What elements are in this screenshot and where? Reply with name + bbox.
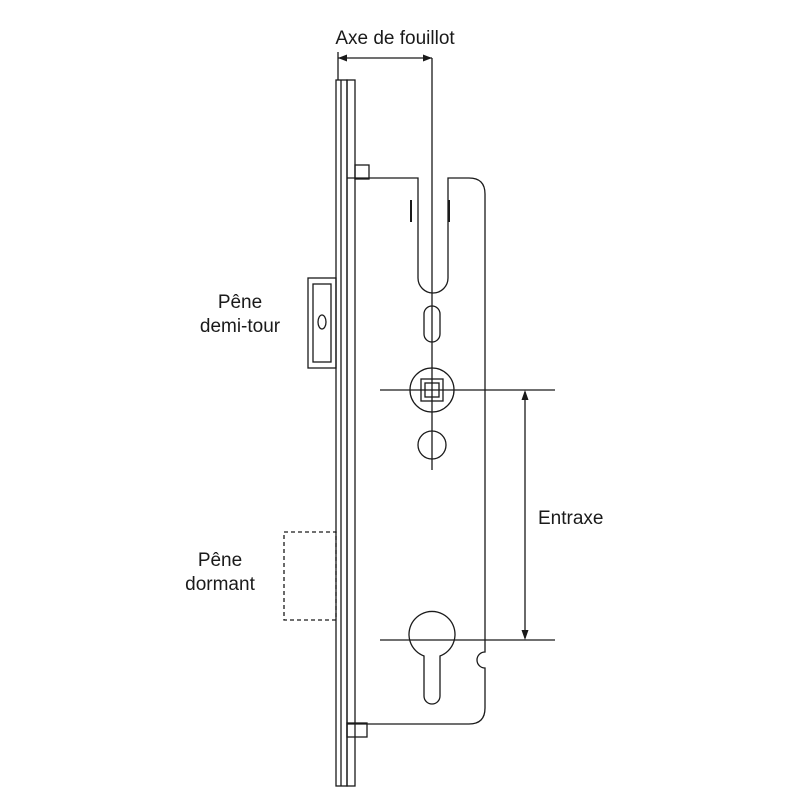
oval-slot (423, 305, 441, 343)
cylinder-cutout (408, 610, 456, 705)
latch-bolt-inner (312, 283, 332, 363)
label-pene-demi-tour-line2: demi-tour (199, 316, 281, 337)
latch-bolt (307, 277, 337, 369)
entraxe-arrow-bottom (521, 630, 529, 640)
label-entraxe: Entraxe (538, 508, 604, 529)
entraxe-arrow-top (521, 390, 529, 400)
label-pene-dormant-line2: dormant (185, 574, 255, 595)
round-hole (417, 430, 447, 460)
label-pene-demi-tour-line1: Pêne (217, 292, 263, 313)
lock-case-body (347, 177, 486, 725)
label-pene-dormant-line1: Pêne (197, 550, 243, 571)
top-fixing-tab (354, 164, 370, 180)
bottom-fixing-tab (346, 722, 368, 738)
label-pene-demi-tour: Pêne demi-tour (180, 291, 300, 339)
latch-bolt-hole (317, 314, 327, 330)
faceplate-front (346, 79, 356, 787)
label-pene-dormant: Pêne dormant (170, 549, 270, 597)
label-axe-de-fouillot: Axe de fouillot (335, 28, 455, 49)
dead-bolt (283, 531, 337, 621)
axis-arrow-left (338, 54, 347, 62)
axis-arrow-right (423, 54, 432, 62)
